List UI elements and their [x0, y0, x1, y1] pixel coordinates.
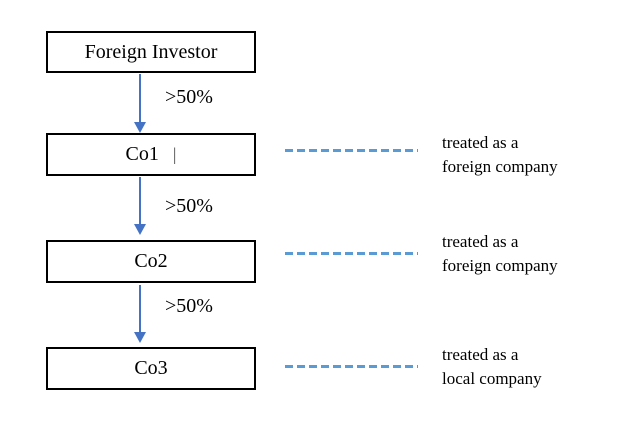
arrow-line-2: [139, 177, 141, 225]
annotation-co1-line1: treated as a: [442, 133, 519, 152]
ownership-label-3: >50%: [165, 295, 213, 317]
box-co2: Co2: [46, 240, 256, 283]
box-co1: Co1 |: [46, 133, 256, 176]
annotation-co2-line2: foreign company: [442, 256, 558, 275]
arrow-head-icon-1: [134, 122, 146, 133]
box-foreign-investor-label: Foreign Investor: [84, 40, 218, 63]
box-co3-label: Co3: [134, 357, 168, 379]
arrow-head-icon-3: [134, 332, 146, 343]
arrow-line-1: [139, 74, 141, 123]
ownership-label-2: >50%: [165, 195, 213, 217]
text-cursor: |: [173, 144, 176, 164]
dashed-leader-line-1: [285, 149, 418, 152]
annotation-co1-line2: foreign company: [442, 157, 558, 176]
ownership-label-1: >50%: [165, 86, 213, 108]
annotation-co2-line1: treated as a: [442, 232, 519, 251]
box-co2-label: Co2: [134, 250, 168, 272]
annotation-co3-treatment: treated as a local company: [442, 343, 612, 391]
annotation-co1-treatment: treated as a foreign company: [442, 131, 612, 179]
dashed-leader-line-3: [285, 365, 418, 368]
box-co1-label: Co1: [125, 143, 159, 165]
dashed-leader-line-2: [285, 252, 418, 255]
box-foreign-investor: Foreign Investor: [46, 31, 256, 73]
annotation-co2-treatment: treated as a foreign company: [442, 230, 612, 278]
annotation-co3-line2: local company: [442, 369, 542, 388]
arrow-line-3: [139, 285, 141, 333]
arrow-head-icon-2: [134, 224, 146, 235]
box-co3: Co3: [46, 347, 256, 390]
annotation-co3-line1: treated as a: [442, 345, 519, 364]
